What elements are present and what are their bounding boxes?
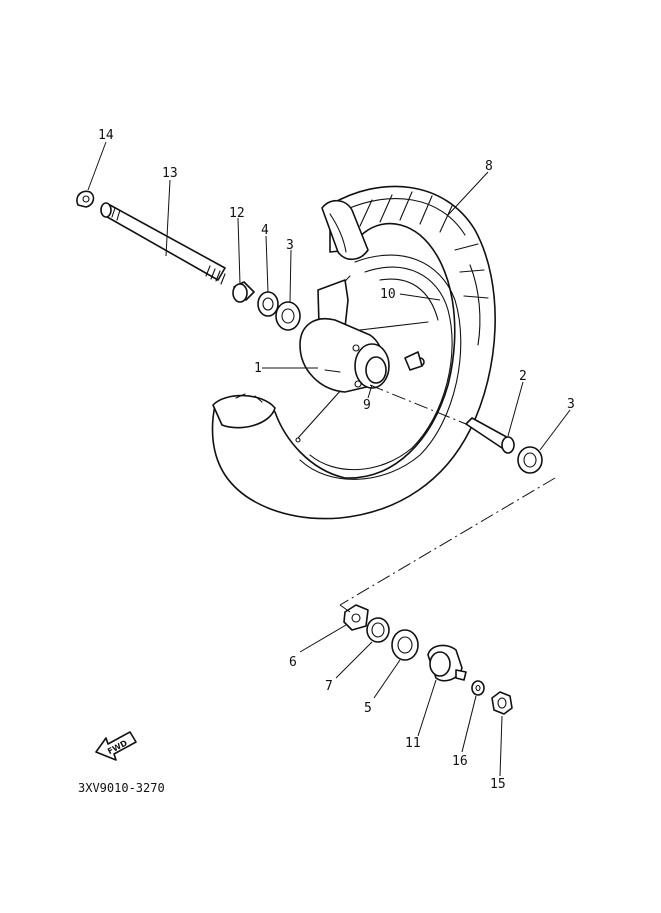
- callout-2: 2: [519, 369, 527, 384]
- callout-16: 16: [452, 754, 468, 769]
- washer-16: [471, 680, 485, 696]
- leader-lines: [87, 141, 571, 777]
- callout-3-left: 3: [286, 238, 294, 253]
- callout-15: 15: [490, 777, 506, 792]
- collar-12: [232, 281, 255, 303]
- callout-6: 6: [289, 655, 297, 670]
- bearing-5: [391, 629, 419, 661]
- callout-14: 14: [98, 128, 114, 143]
- callout-4: 4: [261, 223, 269, 238]
- bearing-3-right: [517, 446, 543, 474]
- callout-3-right: 3: [567, 397, 575, 412]
- callout-8: 8: [485, 159, 493, 174]
- gear-unit-11: [427, 644, 467, 682]
- callout-7: 7: [325, 679, 333, 694]
- nut-15: [491, 691, 513, 715]
- axis-line-lower: [339, 477, 556, 606]
- oil-seal-7: [366, 617, 390, 643]
- circlip-14: [76, 190, 95, 208]
- bearing-3-left: [275, 301, 301, 331]
- callout-12: 12: [229, 206, 245, 221]
- diagram-code: 3XV9010-3270: [78, 781, 165, 795]
- axle-13: [100, 202, 226, 285]
- spacer-2: [465, 417, 515, 454]
- callout-9: 9: [363, 398, 371, 413]
- wheel-assembly: [211, 185, 496, 520]
- retainer-6: [343, 604, 369, 631]
- callout-5: 5: [364, 701, 372, 716]
- hub-1: [299, 279, 423, 393]
- tire-8: [211, 185, 496, 520]
- fwd-arrow-icon: FWD: [95, 731, 137, 761]
- oil-seal-4: [257, 291, 279, 317]
- callout-11: 11: [405, 736, 421, 751]
- callout-10: 10: [380, 287, 396, 302]
- callout-1: 1: [254, 361, 262, 376]
- callout-13: 13: [162, 166, 178, 181]
